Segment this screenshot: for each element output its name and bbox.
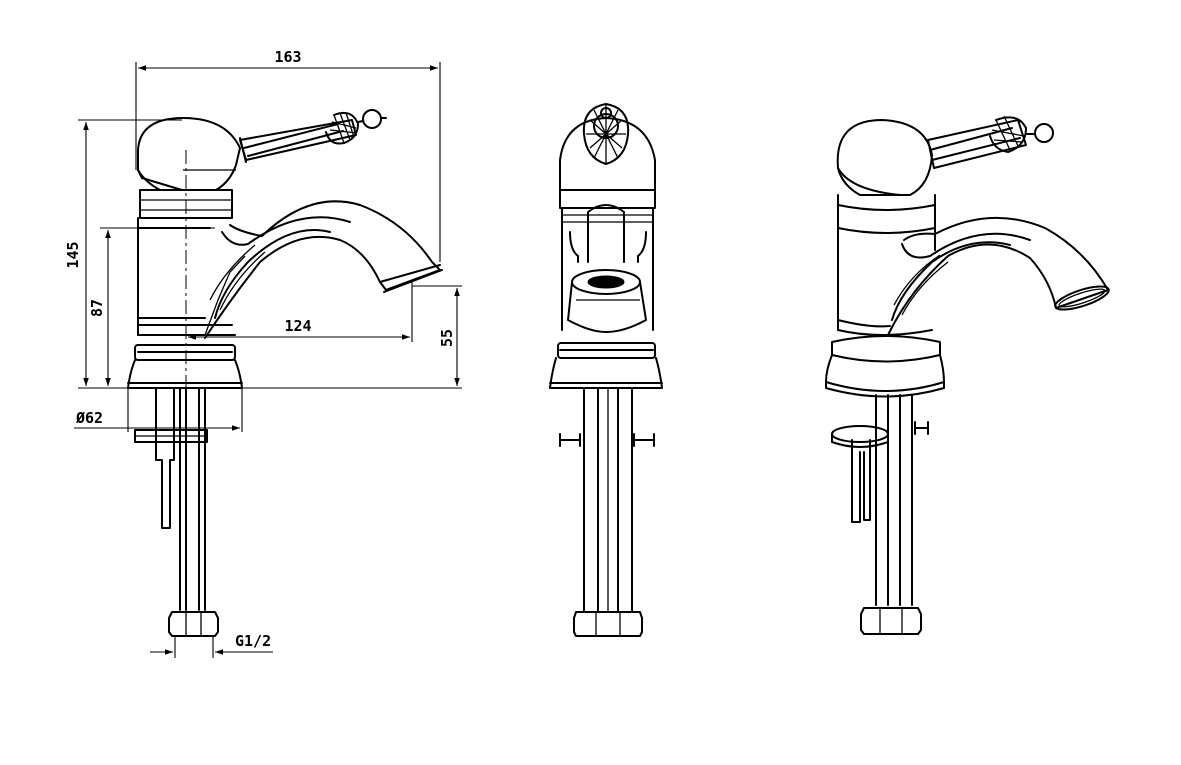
dim-label-87: 87: [88, 299, 106, 317]
persp-spout: [887, 216, 1110, 336]
dimension-spout-height: 87: [88, 227, 215, 386]
side-spout: [204, 200, 443, 339]
persp-mounting: [831, 394, 929, 635]
front-view: [549, 103, 663, 637]
side-lever-dome: [137, 117, 241, 191]
persp-base: [825, 335, 945, 398]
persp-handle: [927, 115, 1054, 169]
side-mounting: [134, 387, 219, 637]
front-mounting: [559, 387, 655, 637]
dim-label-o62: Ø62: [75, 409, 103, 427]
side-base: [127, 344, 243, 389]
dimension-base-diameter: Ø62: [74, 388, 243, 432]
dim-label-55: 55: [438, 329, 456, 347]
persp-dome: [836, 119, 933, 196]
dim-label-163: 163: [274, 48, 301, 66]
dim-label-g12: G1/2: [235, 632, 271, 650]
front-base: [549, 342, 663, 389]
side-view: [127, 109, 443, 637]
perspective-view: [825, 115, 1110, 635]
front-body: [559, 117, 656, 331]
dimension-overall-width: 163: [135, 48, 441, 262]
dimension-connection-thread: G1/2: [150, 632, 273, 658]
dim-label-145: 145: [64, 241, 82, 268]
front-spout: [567, 204, 647, 333]
dimension-spout-reach: 124: [188, 282, 413, 342]
persp-body: [837, 194, 936, 336]
dimension-spout-outlet-height: 55: [412, 285, 462, 386]
side-handle: [239, 109, 387, 163]
dim-label-124: 124: [284, 317, 311, 335]
dimension-overall-height: 145: [64, 119, 462, 389]
front-handle: [582, 103, 630, 165]
